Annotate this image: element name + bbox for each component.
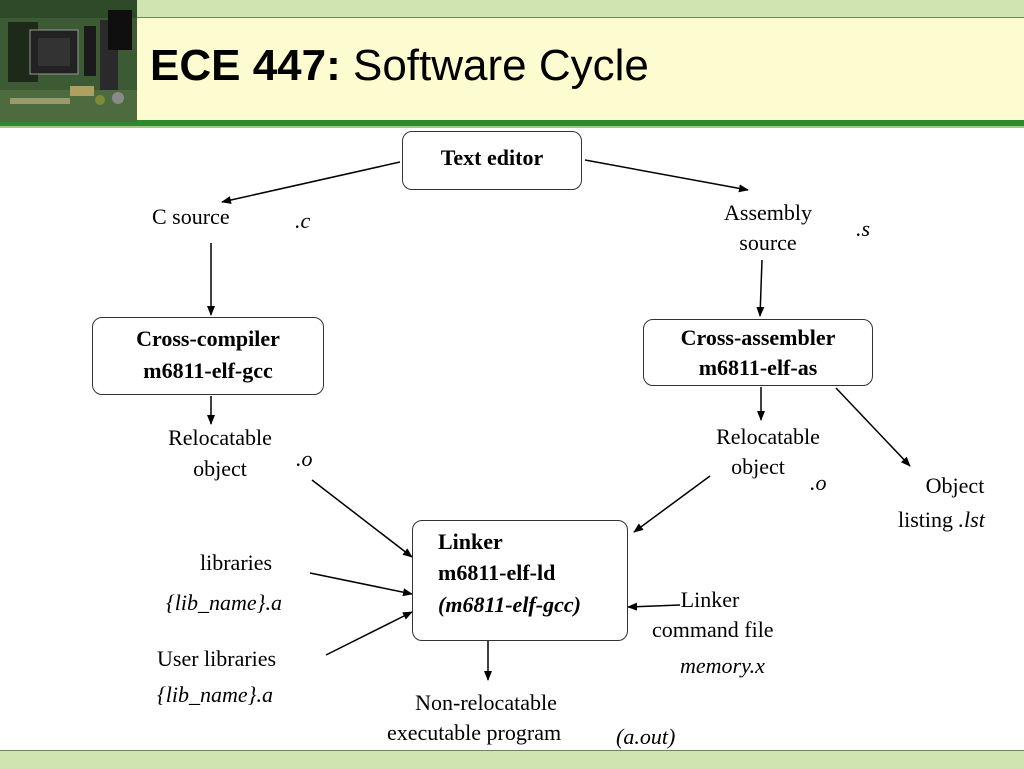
slide-header	[0, 18, 1024, 120]
user-libraries-label: User libraries	[157, 646, 277, 671]
arrow-assembler-to-listing	[835, 387, 911, 467]
top-band	[0, 0, 1024, 18]
o-extension-left: .o	[296, 446, 313, 471]
c-extension: .c	[295, 208, 311, 233]
linker-cmd-line1: Linker	[680, 587, 740, 612]
text-editor-box	[402, 131, 582, 190]
arrow-user-libs-to-linker	[325, 611, 413, 656]
memory-x-label: memory.x	[680, 653, 765, 678]
lib-name-1: {lib_name}.a	[166, 590, 282, 615]
object-listing-line2: listing .lst	[898, 505, 985, 535]
arrow-editor-to-asm-source	[584, 159, 749, 193]
reloc-object-right-line1: Relocatable	[716, 424, 820, 449]
cross-compiler-line2: m6811-elf-gcc	[143, 358, 273, 383]
nonreloc-line1: Non-relocatable	[415, 690, 557, 715]
linker-line1: Linker	[438, 529, 503, 554]
o-extension-right: .o	[810, 470, 827, 495]
cross-assembler-line1: Cross-assembler	[680, 325, 836, 350]
circuit-board-icon	[0, 0, 137, 122]
reloc-object-left-line2: object	[193, 456, 247, 481]
reloc-object-left-line1: Relocatable	[168, 425, 272, 450]
bottom-band	[0, 750, 1024, 769]
linker-line2: m6811-elf-ld	[438, 560, 556, 585]
arrow-editor-to-c-source	[221, 161, 401, 204]
text-editor-label: Text editor	[440, 145, 544, 170]
arrow-left-object-to-linker	[311, 479, 413, 558]
c-source-label: C source	[152, 204, 230, 229]
cross-compiler-line1: Cross-compiler	[136, 326, 280, 351]
libraries-label: libraries	[200, 550, 273, 575]
linker-line3: (m6811-elf-gcc)	[438, 592, 581, 617]
object-listing-word: listing	[898, 507, 959, 532]
object-listing-line1: Object	[925, 473, 985, 498]
s-extension: .s	[856, 216, 871, 241]
lst-extension: .lst	[958, 507, 985, 532]
header-rule	[0, 120, 1024, 126]
asm-source-line2: source	[739, 230, 797, 255]
linker-box	[412, 520, 628, 641]
a-out-label: (a.out)	[616, 724, 676, 749]
cross-compiler-box	[92, 317, 324, 395]
title-topic: Software Cycle	[340, 41, 649, 90]
slide-title: ECE 447: Software Cycle	[150, 44, 649, 88]
asm-source-line1: Assembly	[724, 200, 812, 225]
arrow-asm-to-assembler	[756, 259, 765, 317]
nonreloc-line2: executable program	[387, 720, 562, 745]
arrow-cmdfile-to-linker	[627, 602, 681, 611]
reloc-object-right-line2: object	[731, 454, 785, 479]
cross-assembler-line2: m6811-elf-as	[698, 355, 818, 380]
title-course: ECE 447:	[150, 41, 341, 90]
cross-assembler-box	[643, 319, 873, 386]
header-rule-light	[0, 126, 1024, 128]
linker-cmd-line2: command file	[652, 617, 774, 642]
arrow-libraries-to-linker	[309, 572, 413, 597]
lib-name-2: {lib_name}.a	[157, 682, 273, 707]
arrow-right-object-to-linker	[633, 475, 711, 533]
